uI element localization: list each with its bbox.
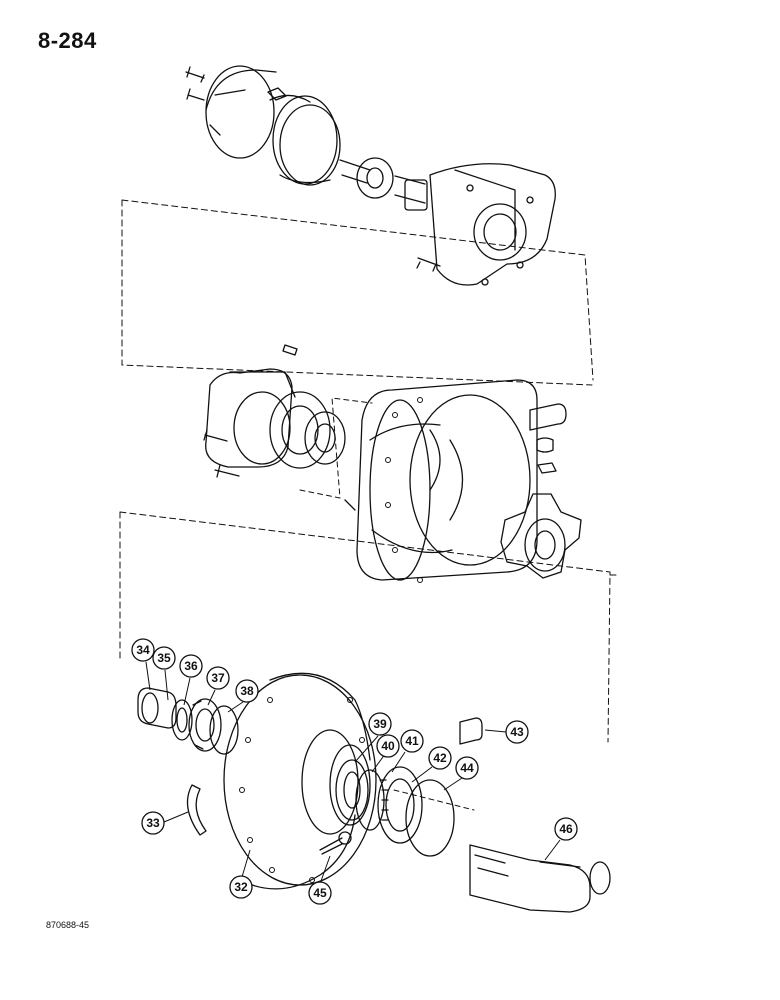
callout-34: 34 (131, 638, 155, 691)
callout-32-label: 32 (234, 880, 248, 894)
callout-43: 43 (484, 720, 529, 744)
callout-38: 38 (227, 679, 259, 713)
callout-42-label: 42 (433, 751, 447, 765)
top-brake-assembly (121, 65, 594, 386)
callout-40: 40 (371, 734, 400, 773)
callout-45-label: 45 (313, 886, 327, 900)
callout-45: 45 (308, 855, 332, 905)
drawing-reference: 870688-45 (46, 920, 90, 930)
callout-33-label: 33 (146, 816, 160, 830)
callout-35-label: 35 (157, 651, 171, 665)
callout-37: 37 (206, 666, 230, 706)
callout-46: 46 (544, 817, 578, 861)
callout-39-label: 39 (373, 717, 387, 731)
callout-43-label: 43 (510, 725, 524, 739)
callout-39: 39 (354, 712, 392, 763)
callout-34-label: 34 (136, 643, 150, 657)
callout-group: 34 35 36 37 38 39 40 (131, 638, 578, 905)
callout-33: 33 (141, 811, 189, 835)
callout-44: 44 (443, 756, 479, 791)
callout-35: 35 (152, 646, 176, 701)
callout-41: 41 (391, 729, 424, 773)
callout-32: 32 (229, 849, 253, 899)
callout-42: 42 (411, 746, 452, 783)
callout-37-label: 37 (211, 671, 225, 685)
bottom-hub-assembly (137, 672, 611, 913)
callout-36-label: 36 (184, 659, 198, 673)
callout-44-label: 44 (460, 761, 474, 775)
callout-40-label: 40 (381, 739, 395, 753)
callout-41-label: 41 (405, 734, 419, 748)
middle-motor-assembly (119, 344, 621, 743)
callout-46-label: 46 (559, 822, 573, 836)
callout-38-label: 38 (240, 684, 254, 698)
page-number: 8-284 (38, 28, 97, 53)
callout-36: 36 (179, 654, 203, 706)
